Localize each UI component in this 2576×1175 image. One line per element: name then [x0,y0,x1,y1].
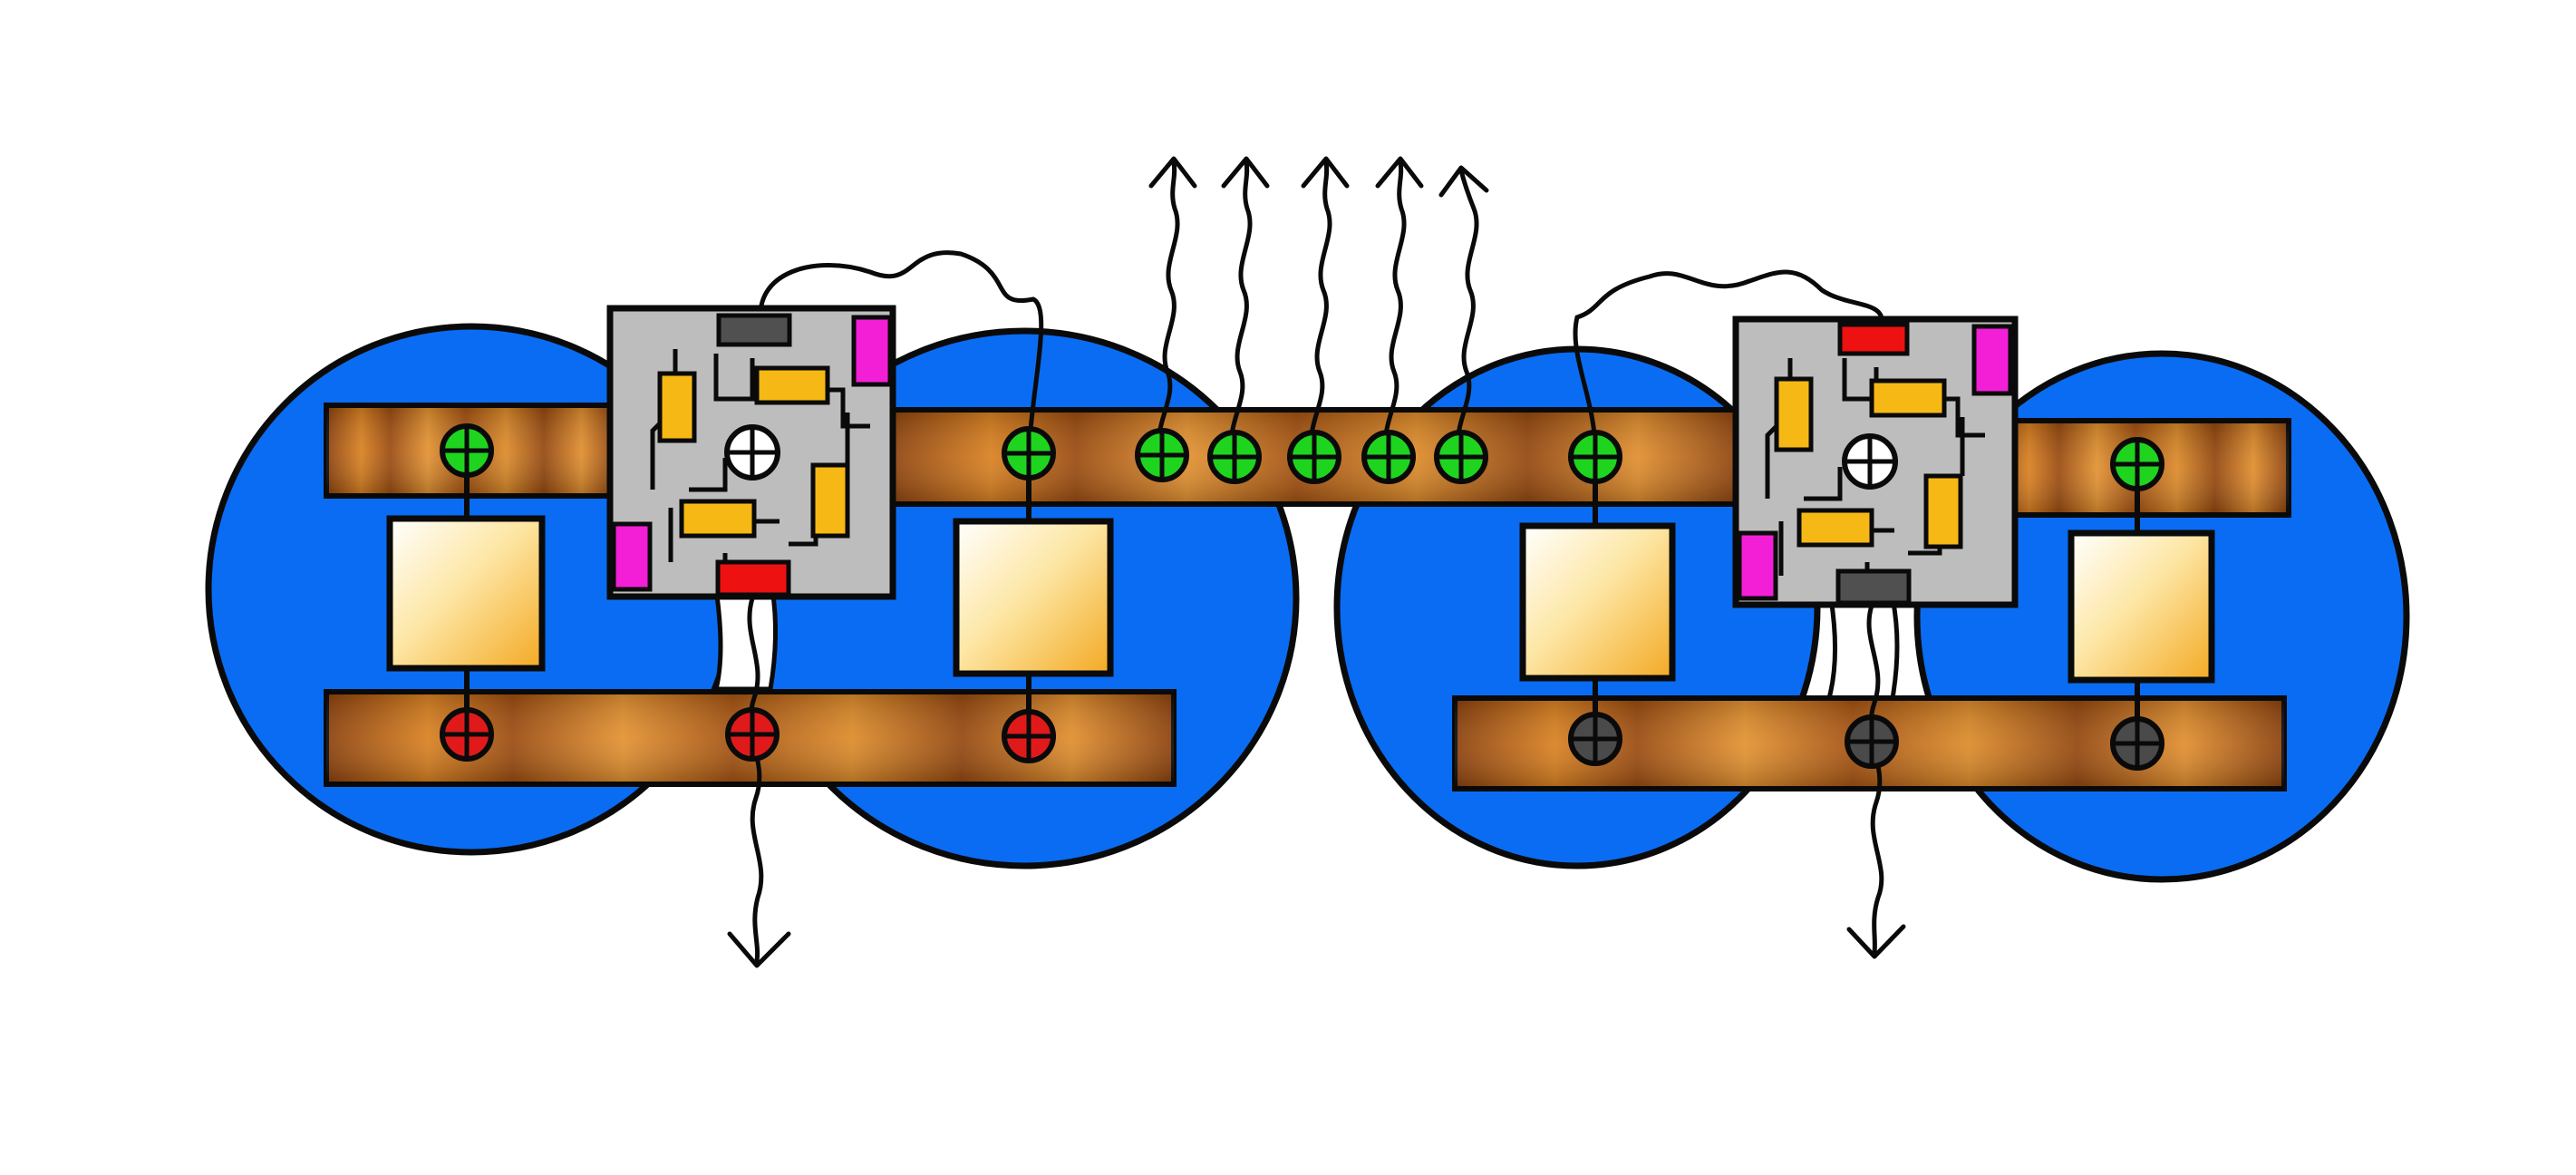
resistor-3 [810,462,850,539]
resistor-4 [1796,508,1874,548]
pad-left-magenta [1737,530,1778,601]
plus-node-11 [725,707,780,762]
cell-4 [2068,529,2215,684]
plus-node-7 [1434,430,1488,484]
pad-bottom-gray [1835,568,1912,606]
emission-up-5 [1438,165,1489,453]
chip-left-center-node [724,424,780,481]
resistor-3 [1923,473,1963,549]
cell-1 [386,515,546,672]
plus-node-14 [1845,714,1899,769]
plus-node-1 [440,423,494,478]
chip-right [1732,316,2019,608]
node-layer [440,423,2164,771]
plus-node-8 [1568,430,1622,484]
gap-notch-right [1825,596,1900,701]
emission-up-1 [1148,156,1197,453]
plus-node-13 [1568,712,1622,766]
resistor-2 [1869,378,1947,418]
cell-layer [386,515,2215,684]
wire-right-chip-to-node [1573,269,1884,452]
pad-right-magenta [1971,324,2013,396]
resistor-4 [679,499,757,539]
plus-node-2 [1002,426,1056,481]
emission-up-2 [1221,156,1270,453]
plus-node-10 [440,707,494,762]
downward-emissions [727,596,1906,968]
chip-left [606,305,896,600]
pad-left-magenta [611,521,653,592]
cell-2 [953,518,1114,677]
pad-right-magenta [851,315,893,387]
wire-left-chip-to-node [758,250,1044,452]
emission-down-left [727,596,791,968]
gap-notch-left [712,587,779,692]
emission-up-4 [1375,156,1424,453]
emission-down-right [1846,603,1906,959]
resistor-1 [657,371,697,443]
plus-node-3 [1135,428,1189,482]
plus-node-12 [1002,709,1056,763]
pad-bottom-red [715,559,791,597]
plus-node-4 [1207,430,1262,484]
pad-top-gray [716,313,792,347]
resistor-2 [754,365,830,405]
plus-node-5 [1287,430,1341,484]
cell-3 [1519,522,1676,682]
plus-node-15 [2110,716,2164,771]
upward-emissions [1148,156,1489,453]
chip-right-center-node [1842,433,1898,490]
pad-top-red [1837,322,1910,356]
plus-node-6 [1361,430,1416,484]
chip-wires [758,250,1884,452]
resistor-1 [1774,376,1814,452]
emission-up-3 [1301,156,1350,453]
plus-node-9 [2110,437,2164,491]
